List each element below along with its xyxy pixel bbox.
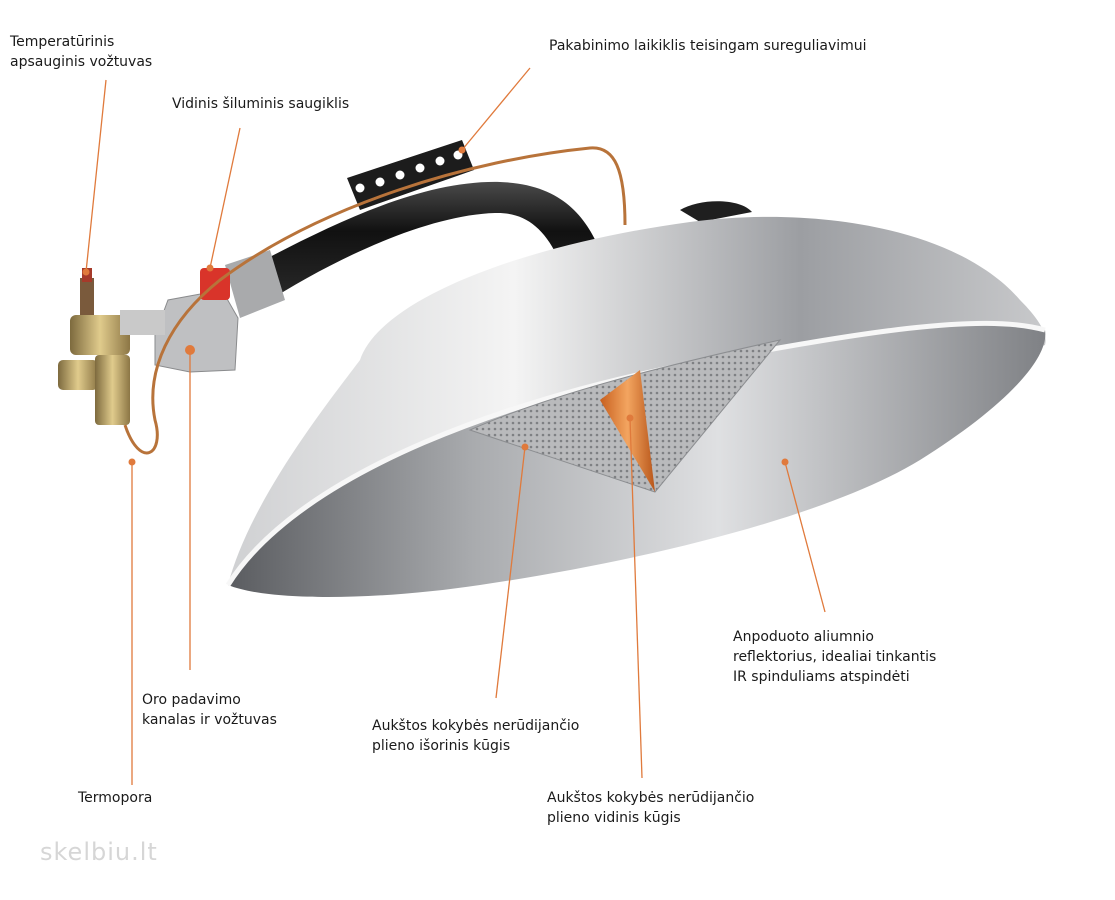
leader-outer-cone (495, 446, 526, 699)
leader-inner-cone (629, 417, 643, 779)
label-thermal-fuse: Vidinis šiluminis saugiklis (172, 96, 350, 112)
label-inner-cone: Aukštos kokybės nerūdijančio plieno vidi… (547, 790, 755, 826)
label-air-channel: Oro padavimo kanalas ir vožtuvas (142, 692, 277, 728)
dome-cap (680, 201, 752, 222)
inner-orange-cone (600, 370, 655, 492)
brass-valve (58, 268, 165, 425)
label-thermocouple: Termopora (78, 790, 153, 806)
leader-dot-hanger (458, 146, 466, 154)
gas-pipe (245, 181, 600, 305)
label-reflector: Anpoduoto aliumnio reflektorius, idealia… (733, 629, 937, 685)
leader-thermal-fuse (209, 127, 241, 269)
leader-lines (82, 67, 826, 785)
leader-dot-inner-cone (626, 414, 634, 422)
copper-line (123, 146, 627, 455)
leader-hanger (461, 67, 531, 151)
label-hanger: Pakabinimo laikiklis teisingam suregulia… (549, 38, 867, 54)
label-temp-valve: Temperatūrinis apsauginis vožtuvas (10, 34, 153, 70)
leader-dot-thermal-fuse (206, 264, 214, 272)
leader-dot-outer-cone (521, 443, 529, 451)
leader-dot-thermocouple (128, 458, 136, 466)
leader-reflector (784, 461, 826, 613)
watermark: skelbiu.lt (40, 838, 158, 866)
leader-temp-valve (85, 79, 107, 273)
leader-dot-reflector (781, 458, 789, 466)
label-outer-cone: Aukštos kokybės nerūdijančio plieno išor… (372, 718, 580, 754)
leader-dot-temp-valve (82, 268, 90, 276)
air-channel-housing (154, 250, 285, 373)
